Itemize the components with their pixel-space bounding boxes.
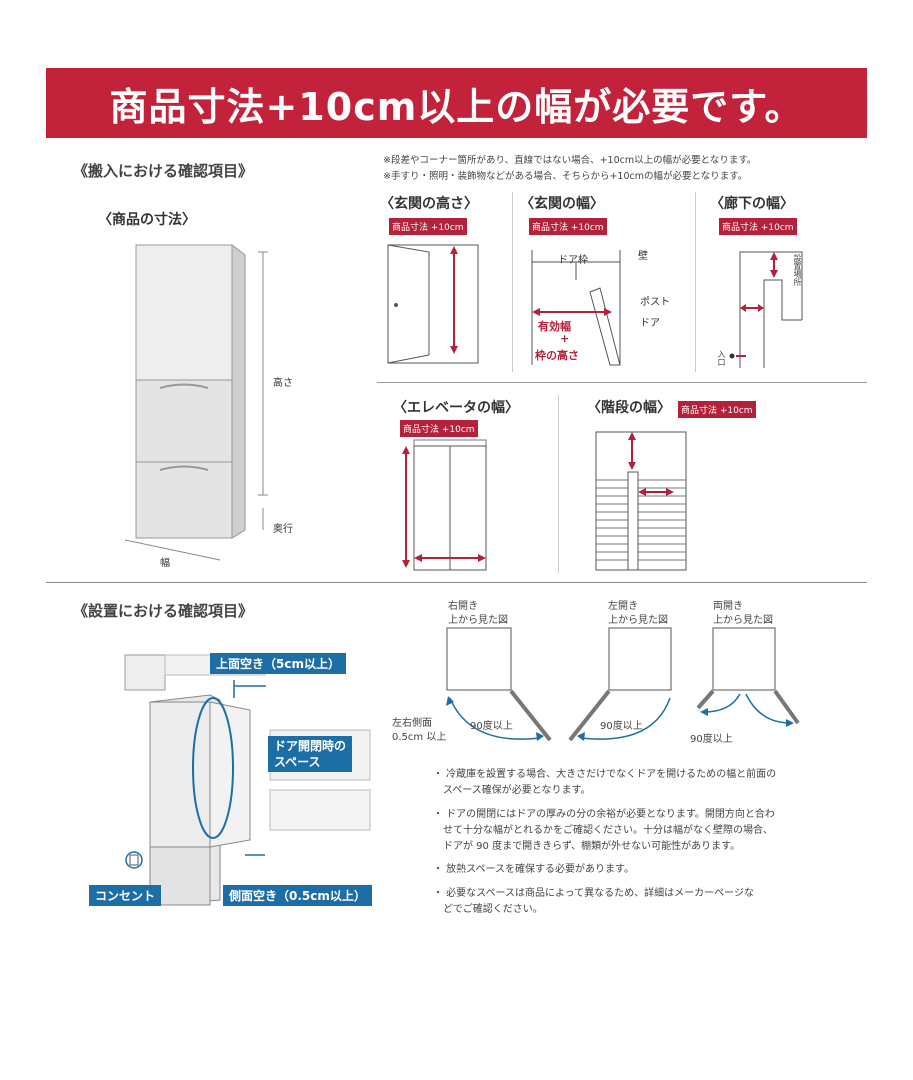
entrance-height-title: 〈玄関の高さ〉 — [380, 196, 478, 212]
right-open-caption: 右開き 上から見た図 — [448, 600, 508, 628]
left-open-line-1: 左開き — [608, 601, 638, 612]
carry-in-note-2: ※手すり・照明・装飾物などがある場合、そちらから+10cmの幅が必要となります。 — [383, 171, 748, 182]
bullet-2-line-2: せて十分な幅がとれるかをご確認ください。十分は幅がなく壁際の場合、 — [433, 825, 773, 836]
carry-in-vdivider-1 — [512, 192, 513, 372]
bullet-3: ・ 放熱スペースを確保する必要があります。 — [433, 862, 634, 878]
carry-in-inner-divider — [377, 382, 867, 383]
bullet-1-line-2: スペース確保が必要となります。 — [433, 785, 591, 796]
stairs-diagram — [595, 431, 687, 571]
install-place-label: 設置場所 — [793, 254, 802, 286]
right-open-diagram — [446, 627, 552, 742]
side-space-label: 側面空き（0.5cm以上） — [223, 885, 372, 906]
bullet-4: ・ 必要なスペースは商品によって異なるため、詳細はメーカーページな どでご確認く… — [433, 886, 754, 918]
carry-in-note-1: ※段差やコーナー箇所があり、直線ではない場合、+10cm以上の幅が必要となります… — [383, 155, 757, 166]
left-open-diagram — [568, 627, 672, 742]
side-gap-line-2: 0.5cm 以上 — [392, 732, 447, 743]
outlet-label: コンセント — [89, 885, 162, 906]
left-open-caption: 左開き 上から見た図 — [608, 600, 668, 628]
carry-in-heading: 《搬入における確認項目》 — [73, 162, 254, 180]
double-open-caption: 両開き 上から見た図 — [713, 600, 773, 628]
bullet-2-line-1: ・ ドアの開閉にはドアの厚みの分の余裕が必要となります。開閉方向と合わ — [433, 809, 775, 820]
hallway-title: 〈廊下の幅〉 — [710, 196, 794, 212]
bullet-2: ・ ドアの開閉にはドアの厚みの分の余裕が必要となります。開閉方向と合わ せて十分… — [433, 807, 775, 855]
top-space-label: 上面空き（5cm以上） — [210, 653, 346, 674]
door-frame-label: ドア枠 — [558, 255, 588, 266]
section-divider — [46, 582, 867, 583]
left-open-line-2: 上から見た図 — [608, 615, 668, 626]
entrance-width-tag: 商品寸法 +10cm — [529, 218, 607, 235]
hallway-entrance-label: 入口 — [717, 350, 726, 366]
effective-width-label: 有効幅 — [538, 320, 571, 333]
door-space-line-2: スペース — [274, 755, 321, 769]
frame-height-label: 枠の高さ — [535, 349, 579, 362]
width-label: 幅 — [160, 558, 170, 569]
height-label: 高さ — [273, 378, 293, 389]
post-label: ポスト — [640, 297, 670, 308]
bullet-4-line-1: ・ 必要なスペースは商品によって異なるため、詳細はメーカーページな — [433, 888, 754, 899]
carry-in-vdivider-3 — [558, 395, 559, 573]
bullet-1-line-1: ・ 冷蔵庫を設置する場合、大きさだけでなくドアを開けるための幅と前面の — [433, 769, 777, 780]
installation-illustration — [124, 654, 371, 906]
wall-label: 壁 — [638, 251, 648, 262]
elevator-tag: 商品寸法 +10cm — [400, 420, 478, 437]
stairs-tag: 商品寸法 +10cm — [678, 401, 756, 418]
side-gap-caption: 左右側面 0.5cm 以上 — [392, 717, 446, 745]
plus-label: + — [560, 332, 570, 345]
door-space-label: ドア開閉時の スペース — [268, 736, 353, 772]
elevator-diagram — [402, 439, 487, 571]
elevator-title: 〈エレベータの幅〉 — [393, 400, 519, 416]
right-open-line-1: 右開き — [448, 601, 478, 612]
bullet-4-line-2: どでご確認ください。 — [433, 904, 543, 915]
entrance-width-title: 〈玄関の幅〉 — [520, 196, 604, 212]
stairs-title: 〈階段の幅〉 — [587, 400, 671, 416]
entrance-height-diagram — [387, 244, 479, 364]
right-open-line-2: 上から見た図 — [448, 615, 508, 626]
carry-in-vdivider-2 — [695, 192, 696, 372]
entrance-width-diagram — [531, 250, 621, 366]
installation-heading: 《設置における確認項目》 — [73, 602, 254, 620]
right-open-angle: 90度以上 — [470, 721, 513, 732]
banner-title: 商品寸法+10cm以上の幅が必要です。 — [46, 68, 867, 138]
double-open-diagram — [696, 627, 800, 727]
double-open-line-2: 上から見た図 — [713, 615, 773, 626]
double-open-line-1: 両開き — [713, 601, 743, 612]
bullet-2-line-3: ドアが 90 度まで開ききらず、棚類が外せない可能性があります。 — [433, 841, 741, 852]
door-label: ドア — [640, 318, 660, 329]
depth-label: 奥行 — [273, 524, 293, 535]
hallway-tag: 商品寸法 +10cm — [719, 218, 797, 235]
fridge-illustration — [124, 243, 268, 561]
side-gap-line-1: 左右側面 — [392, 718, 432, 729]
hallway-diagram — [729, 251, 803, 368]
product-dims-title: 〈商品の寸法〉 — [98, 212, 196, 228]
entrance-height-tag: 商品寸法 +10cm — [389, 218, 467, 235]
double-open-angle: 90度以上 — [690, 734, 733, 745]
bullet-3-line-1: ・ 放熱スペースを確保する必要があります。 — [433, 864, 634, 875]
bullet-1: ・ 冷蔵庫を設置する場合、大きさだけでなくドアを開けるための幅と前面の スペース… — [433, 767, 776, 799]
door-space-line-1: ドア開閉時の — [274, 739, 347, 753]
left-open-angle: 90度以上 — [600, 721, 643, 732]
